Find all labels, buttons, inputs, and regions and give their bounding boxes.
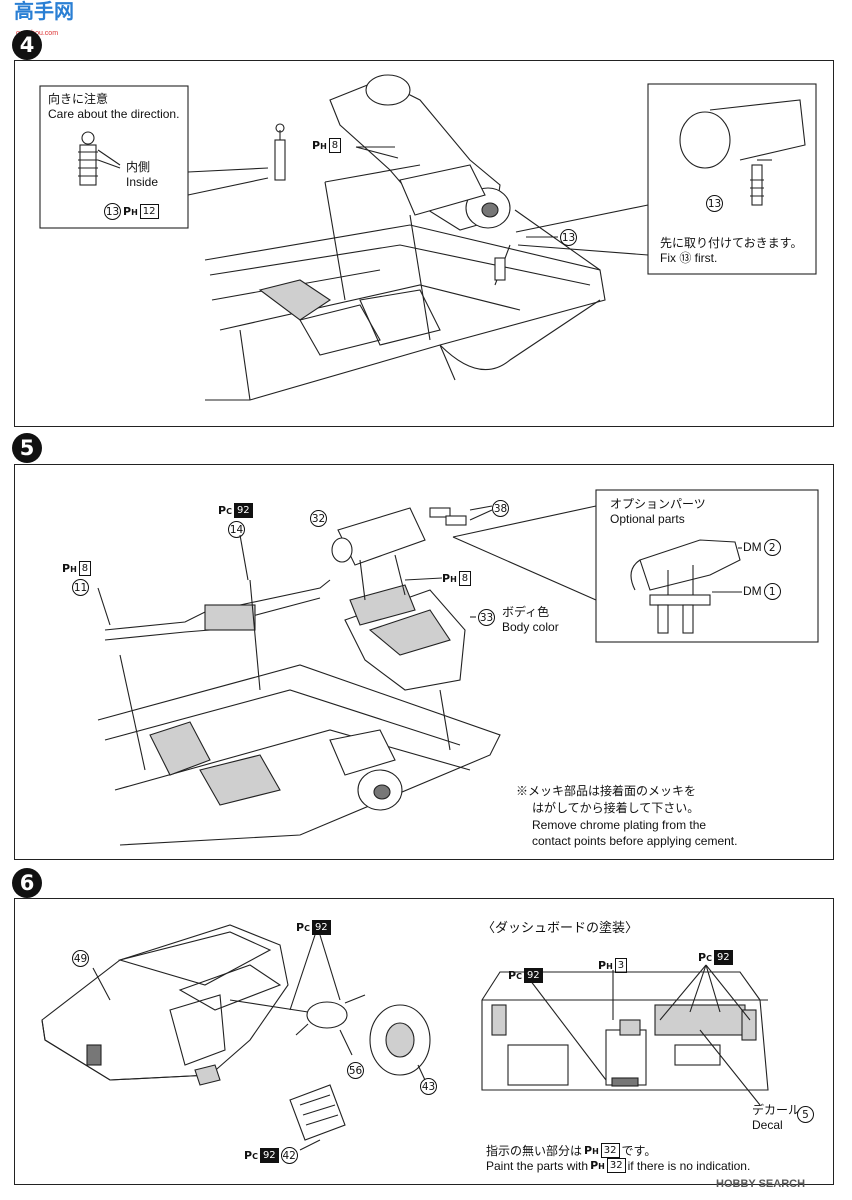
part-number-badge: 33 [478, 609, 495, 626]
step-5-dm1: DM 1 [743, 583, 781, 600]
step-5-part32: 32 [310, 510, 327, 527]
step-5-ph8-left: PH 8 [62, 561, 92, 576]
dm-label: DM [743, 540, 762, 554]
step-5-panel [14, 464, 834, 860]
part-number-badge: 13 [560, 229, 577, 246]
step-6-part43: 43 [420, 1078, 437, 1095]
paint-code-badge: 92 [713, 950, 733, 965]
step-5-part11: 11 [72, 579, 89, 596]
paint-code-badge: 8 [458, 571, 472, 586]
note-en-lead: Paint the parts with [486, 1158, 589, 1173]
step-6-number: 6 [12, 868, 42, 898]
part-number-badge: 56 [347, 1062, 364, 1079]
step-5-body-color-en: Body color [502, 620, 559, 634]
step-5-note-jp1: ※メッキ部品は接着面のメッキを [516, 784, 697, 798]
part-number-badge: 14 [228, 521, 245, 538]
step-4-inside-jp: 内側 [126, 160, 151, 174]
step-6-note-jp: 指示の無い部分は PH 32 です。 [486, 1142, 656, 1159]
step-5-note-en1: Remove chrome plating from the [532, 818, 707, 832]
paint-code-badge: 92 [523, 968, 543, 983]
step-5-optional-en: Optional parts [610, 512, 685, 526]
step-4-fix-first-en: Fix ⑬ first. [660, 251, 718, 265]
step-5-number: 5 [12, 433, 42, 463]
step-5-body-color-jp: ボディ色 [502, 605, 550, 619]
step-6-note-en: Paint the parts with PH 32 if there is n… [486, 1158, 750, 1173]
step-4-direction-en: Care about the direction. [48, 107, 180, 121]
step-4-direction-jp: 向きに注意 [48, 92, 109, 106]
note-en-tail: if there is no indication. [627, 1158, 751, 1173]
paint-code-badge: 32 [600, 1143, 620, 1158]
note-jp-lead: 指示の無い部分は [486, 1144, 583, 1158]
step-6-part56: 56 [347, 1062, 364, 1079]
paint-prefix: PC [698, 951, 712, 964]
part-number-badge: 42 [280, 1147, 298, 1164]
paint-prefix: PH [590, 1159, 605, 1172]
step-4-inside-en: Inside [126, 175, 159, 189]
step-6-dash-ph3: PH 3 [598, 958, 628, 973]
step-4-right-part13: 13 [706, 195, 723, 212]
step-6-dash-title: 〈ダッシュボードの塗装〉 [482, 920, 639, 935]
step-5-pc92-callout: PC 92 [218, 503, 253, 518]
step-6-pc92-part42: PC 92 42 [244, 1147, 298, 1164]
step-5-note-jp2: はがしてから接着して下さい。 [532, 801, 700, 815]
step-6-decal-en: Decal [752, 1118, 783, 1133]
paint-code-badge: 92 [311, 920, 331, 935]
step-4-fix-first-jp: 先に取り付けておきます。 [660, 236, 803, 250]
part-number-badge: 43 [420, 1078, 437, 1095]
step-4-inset-part-callout: 13 PH 12 [104, 203, 159, 220]
step-6-decal-jp: デカール [752, 1103, 801, 1117]
part-number-badge: 49 [72, 950, 89, 967]
paint-prefix: PH [442, 572, 457, 585]
paint-prefix: PH [312, 139, 327, 152]
step-5-note-en2: contact points before applying cement. [532, 834, 738, 848]
part-number-badge: 13 [706, 195, 723, 212]
paint-prefix: PC [508, 969, 522, 982]
paint-code-badge: 92 [259, 1148, 279, 1163]
paint-prefix: PC [296, 921, 310, 934]
step-4-ph8-callout: PH 8 [312, 138, 342, 153]
step-6-panel [14, 898, 834, 1185]
watermark-hobby-search: HOBBY SEARCH [716, 1178, 806, 1190]
part-number-badge: 1 [763, 583, 781, 600]
step-6-decal-number: 5 [797, 1106, 814, 1123]
part-number-badge: 32 [310, 510, 327, 527]
paint-prefix: PH [584, 1144, 599, 1157]
step-4-panel [14, 60, 834, 427]
paint-code-badge: 8 [328, 138, 342, 153]
part-number-badge: 11 [72, 579, 89, 596]
watermark-logo: 高手网 [14, 0, 74, 23]
part-number-badge: 38 [492, 500, 509, 517]
part-number-badge: 13 [104, 203, 121, 220]
step-5-optional-jp: オプションパーツ [610, 497, 706, 511]
decal-label: Decal [752, 1118, 783, 1132]
dm-label: DM [743, 584, 762, 598]
step-5-ph8-right: PH 8 [442, 571, 472, 586]
step-4-part13-callout: 13 [560, 229, 577, 246]
step-6-part49: 49 [72, 950, 89, 967]
step-6-dash-pc92-left: PC 92 [508, 968, 543, 983]
step-5-part38: 38 [492, 500, 509, 517]
paint-prefix: PH [598, 959, 613, 972]
paint-prefix: PH [123, 205, 138, 218]
paint-prefix: PH [62, 562, 77, 575]
step-5-dm2: DM 2 [743, 539, 781, 556]
step-4-number: 4 [12, 30, 42, 60]
paint-code-badge: 3 [614, 958, 628, 973]
paint-code-badge: 32 [606, 1158, 626, 1173]
paint-code-badge: 92 [233, 503, 253, 518]
step-6-dash-pc92-right: PC 92 [698, 950, 733, 965]
part-number-badge: 5 [797, 1106, 814, 1123]
paint-code-badge: 8 [78, 561, 92, 576]
step-5-part33: 33 [478, 609, 495, 626]
step-5-part14: 14 [228, 521, 245, 538]
paint-prefix: PC [244, 1149, 258, 1162]
paint-code-badge: 12 [139, 204, 159, 219]
step-6-pc92-top: PC 92 [296, 920, 331, 935]
paint-prefix: PC [218, 504, 232, 517]
note-jp-tail: です。 [621, 1144, 657, 1158]
part-number-badge: 2 [763, 539, 781, 556]
